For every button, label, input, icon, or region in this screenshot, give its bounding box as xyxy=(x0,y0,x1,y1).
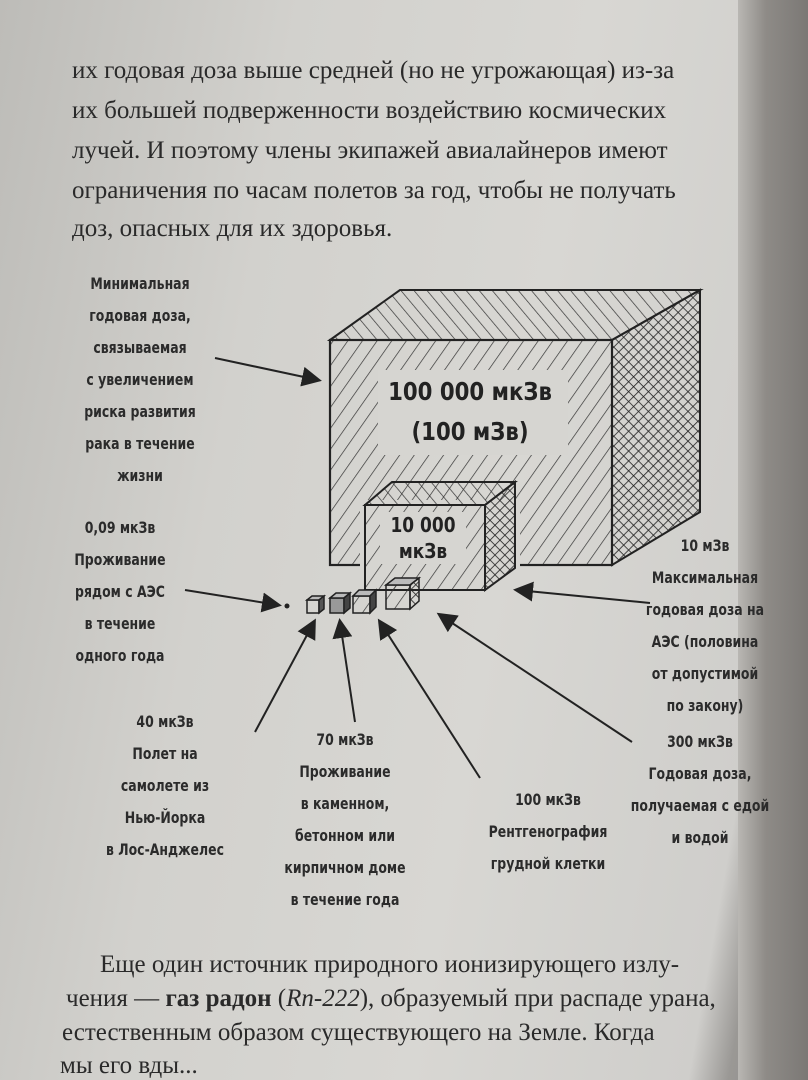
label-line: кирпичном доме xyxy=(284,858,406,877)
label-line: в каменном, xyxy=(300,794,390,813)
label-line: от допустимой xyxy=(651,664,759,683)
label-line: бетонном или xyxy=(295,826,395,845)
text-line: их большей подверженности воздействию ко… xyxy=(72,97,667,124)
dot-0-09 xyxy=(284,603,290,609)
label-line: 0,09 мкЗв xyxy=(84,518,156,537)
label-line: Годовая доза, xyxy=(648,764,752,783)
arrow-food xyxy=(436,612,633,743)
label-line: с увеличением xyxy=(86,370,194,389)
label-line: Проживание xyxy=(74,550,166,569)
big-cube-value-msv: (100 мЗв) xyxy=(411,417,529,446)
arrow-house xyxy=(332,618,356,723)
label-line: в Лос-Анджелес xyxy=(105,840,225,859)
label-line: годовая доза, xyxy=(89,306,191,325)
label-line: получаемая с едой xyxy=(630,796,770,815)
big-cube xyxy=(326,288,704,567)
text-line: естественным образом существующего на Зе… xyxy=(62,1019,655,1046)
label-line: жизни xyxy=(117,466,163,485)
big-cube-label: 100 000 мкЗв (100 мЗв) xyxy=(388,372,552,452)
cube-100 xyxy=(351,588,378,615)
cube-70 xyxy=(327,591,353,615)
label-line: Полет на xyxy=(132,744,198,763)
label-line: по закону) xyxy=(666,696,744,715)
label-line: годовая доза на xyxy=(645,600,765,619)
text-line: ограничения по часам полетов за год, что… xyxy=(72,177,676,204)
small-cubes xyxy=(284,576,422,615)
label-line: 40 мкЗв xyxy=(136,712,194,731)
label-line: 100 мкЗв xyxy=(515,790,581,809)
label-line: самолете из xyxy=(120,776,210,795)
label-line: Рентгенография xyxy=(488,822,608,841)
text-line: их годовая доза выше средней (но не угро… xyxy=(72,57,675,84)
label-line: Минимальная xyxy=(90,274,190,293)
arrow-xray xyxy=(377,618,481,779)
medium-cube xyxy=(360,479,520,592)
label-line: рака в течение xyxy=(85,434,195,453)
label-line: риска развития xyxy=(84,402,196,421)
label-line: 10 мЗв xyxy=(680,536,730,555)
cube-300 xyxy=(383,576,422,611)
page-edge xyxy=(738,0,808,1080)
label-line: Нью-Йорка xyxy=(124,808,206,827)
label-line: и водой xyxy=(671,828,729,847)
medium-cube-label: 10 000 мкЗв xyxy=(390,512,455,564)
text-line: Еще один источник природного ионизирующе… xyxy=(100,951,680,978)
label-line: одного года xyxy=(75,646,165,665)
arrows xyxy=(184,357,651,779)
cube-40 xyxy=(304,594,327,615)
big-cube-value: 100 000 мкЗв xyxy=(388,377,552,406)
label-line: рядом с АЭС xyxy=(75,582,165,601)
arrow-min-dose xyxy=(214,357,322,387)
text-line: доз, опасных для их здоровья. xyxy=(72,215,393,242)
label-line: Максимальная xyxy=(651,568,759,587)
text-line: чения — газ радон (Rn-222), образуемый п… xyxy=(66,985,716,1012)
medium-cube-value: 10 000 xyxy=(390,513,456,537)
arrow-npp-max xyxy=(513,581,651,604)
label-line: АЭС (половина xyxy=(651,632,759,651)
label-line: 300 мкЗв xyxy=(667,732,733,751)
text-line: мы его вды... xyxy=(60,1052,198,1079)
label-min-dose: Минимальная годовая доза, связываемая с уве… xyxy=(84,268,196,492)
label-line: в течение года xyxy=(290,890,400,909)
text-line: лучей. И поэтому члены экипажей авиалайн… xyxy=(72,137,668,164)
arrow-npp-living xyxy=(184,589,282,613)
label-line: грудной клетки xyxy=(490,854,606,873)
label-line: связываемая xyxy=(93,338,187,357)
label-line: в течение xyxy=(84,614,156,633)
label-line: Проживание xyxy=(299,762,391,781)
medium-cube-unit: мкЗв xyxy=(398,539,448,563)
label-line: 70 мкЗв xyxy=(316,730,374,749)
arrow-flight xyxy=(254,618,316,733)
